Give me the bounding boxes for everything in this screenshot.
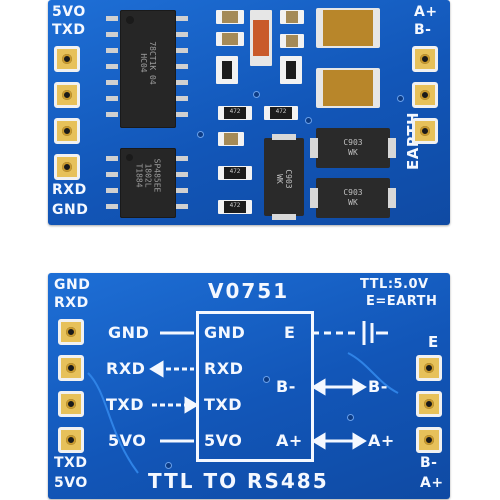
rxd-arrow [149, 360, 164, 378]
fuse-1 [316, 8, 380, 48]
ic-sp485: SP485EE 1802L T1884 [120, 148, 176, 218]
ic-sp485-marking: SP485EE 1802L T1884 [134, 158, 162, 193]
resistor-472-3: 472 [218, 166, 252, 180]
bottom-label-a-plus: A+ [420, 475, 444, 491]
pad-left-3 [54, 118, 80, 144]
schematic-arrows [87, 321, 399, 474]
bottom-label-5vo: 5VO [54, 475, 88, 491]
fuse-2 [316, 68, 380, 108]
label-rxd: RXD [52, 182, 87, 198]
capacitor-5 [218, 132, 244, 146]
diode-horizontal-2: C903 WK [310, 178, 396, 218]
pad-right-1 [412, 46, 438, 72]
resistor-472-1: 472 [218, 106, 252, 120]
txd-arrow [184, 396, 199, 414]
pad-right-2 [412, 82, 438, 108]
resistor-small-1 [216, 56, 238, 84]
capacitor-2 [280, 10, 304, 24]
bottom-label-b-minus: B- [420, 455, 438, 471]
spec-ttl: TTL:5.0V [360, 277, 429, 292]
signal-gnd: GND [108, 323, 150, 342]
bottom-pad-left-1 [58, 319, 84, 345]
signal-b-minus: B- [368, 377, 388, 396]
diode-horizontal-2-marking: C903 WK [343, 188, 363, 207]
label-a-plus: A+ [414, 4, 438, 20]
diode-horizontal-1: C903 WK [310, 128, 396, 168]
bottom-label-txd: TXD [54, 455, 88, 471]
box-e: E [284, 323, 296, 342]
box-gnd: GND [204, 323, 246, 342]
bottom-label-gnd: GND [54, 277, 91, 293]
model-number: V0751 [208, 279, 290, 303]
label-txd: TXD [52, 22, 86, 38]
capacitor-4 [280, 34, 304, 48]
bottom-pad-right-3 [416, 427, 442, 453]
b-arrow-right [352, 378, 367, 396]
signal-txd: TXD [106, 395, 145, 414]
b-arrow-left [311, 378, 326, 396]
pad-right-3 [412, 118, 438, 144]
capacitor-3 [216, 32, 244, 46]
box-rxd: RXD [204, 359, 244, 378]
pad-left-4 [54, 154, 80, 180]
resistor-small-2 [280, 56, 302, 84]
diode-vertical-marking: C903 WK [275, 169, 293, 189]
box-5vo: 5VO [204, 431, 243, 450]
bottom-label-e: E [428, 333, 439, 351]
pad-left-1 [54, 46, 80, 72]
bottom-pad-right-2 [416, 391, 442, 417]
diode-vertical: C903 WK [264, 134, 304, 220]
resistor-472-4: 472 [218, 200, 252, 214]
capacitor-1 [216, 10, 244, 24]
footer-title: TTL TO RS485 [148, 469, 329, 493]
spec-earth: E=EARTH [366, 294, 438, 309]
signal-a-plus: A+ [368, 431, 395, 450]
inductor [250, 10, 272, 66]
pad-left-2 [54, 82, 80, 108]
bottom-label-rxd: RXD [54, 295, 89, 311]
a-arrow-left [311, 432, 326, 450]
ic-hc04-marking: 78CT1K 04 HC04 [139, 41, 157, 85]
label-5vo: 5VO [52, 4, 86, 20]
box-txd: TXD [204, 395, 243, 414]
bottom-pad-left-4 [58, 427, 84, 453]
box-a-plus: A+ [276, 431, 303, 450]
label-b-minus: B- [414, 22, 432, 38]
box-b-minus: B- [276, 377, 296, 396]
resistor-472-2: 472 [264, 106, 298, 120]
label-gnd: GND [52, 202, 89, 218]
top-board: 5VO TXD RXD GND A+ B- EARTH 78CT1K 04 HC… [48, 0, 450, 225]
bottom-pad-left-2 [58, 355, 84, 381]
bottom-pad-right-1 [416, 355, 442, 381]
ic-hc04: 78CT1K 04 HC04 [120, 10, 176, 128]
diode-horizontal-1-marking: C903 WK [343, 138, 363, 157]
signal-rxd: RXD [106, 359, 146, 378]
bottom-board: GND RXD TXD 5VO E B- A+ V0751 TTL:5.0V E… [48, 273, 450, 499]
a-arrow-right [352, 432, 367, 450]
bottom-pad-left-3 [58, 391, 84, 417]
